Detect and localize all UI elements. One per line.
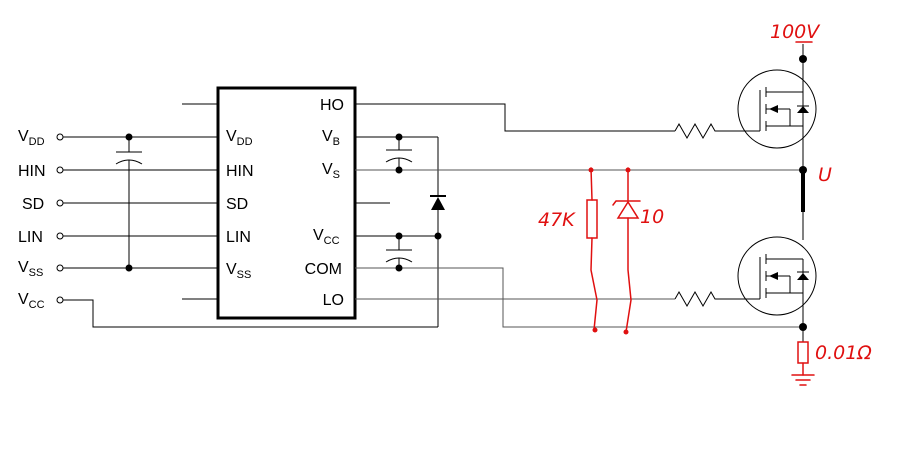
high-gate-resistor — [674, 122, 760, 140]
input-wires — [63, 136, 438, 328]
red-node-dot — [625, 167, 631, 173]
ic-left-pin-stubs — [182, 103, 218, 300]
red-resistor-wire-top — [590, 167, 593, 201]
ic-pin-ho: HO — [320, 97, 344, 114]
supply-voltage-label: 100V — [770, 21, 821, 43]
midpoint-label: U — [818, 164, 832, 186]
lin-terminal-label: LIN — [18, 229, 43, 246]
vss-terminal-label: VSS — [18, 259, 43, 279]
driver-ic-body — [216, 86, 357, 320]
vcc-capacitor — [385, 236, 413, 268]
red-47k-resistor — [586, 199, 598, 239]
handdrawn-additions — [586, 41, 815, 386]
red-node-dot — [588, 167, 594, 173]
bootstrap-capacitor — [385, 137, 413, 170]
junction-dot — [799, 166, 807, 174]
red-node-dot — [592, 327, 598, 333]
red-zener-wire-bottom — [625, 217, 632, 333]
junction-dot — [395, 133, 403, 141]
low-side-body-diode — [797, 273, 809, 280]
ic-pin-lin: LIN — [226, 229, 251, 246]
red-resistor-wire-bottom — [590, 237, 598, 331]
right-wires — [355, 103, 675, 327]
junction-dot — [395, 232, 403, 240]
ic-pin-hin: HIN — [226, 163, 254, 180]
low-gate-resistor — [674, 290, 760, 308]
com-wire — [355, 267, 803, 328]
vcc-terminal-label: VCC — [18, 291, 45, 311]
red-zener-bar — [612, 200, 641, 206]
junction-dot — [799, 55, 807, 63]
ic-pin-sd: SD — [226, 196, 248, 213]
vdd-terminal-label: VDD — [18, 128, 45, 148]
ic-pin-vdd: VDD — [226, 128, 253, 148]
red-shunt-resistor — [797, 341, 809, 364]
high-side-mosfet — [737, 69, 817, 149]
high-side-body-diode — [797, 106, 809, 113]
junction-dot — [125, 264, 133, 272]
input-terminals — [56, 133, 64, 304]
ic-pin-vss: VSS — [226, 261, 251, 281]
ic-pin-vcc: VCC — [313, 227, 340, 247]
red-ground-symbol — [791, 374, 815, 386]
red-node-dot — [623, 329, 629, 335]
ic-pin-vb: VB — [322, 128, 340, 148]
hin-terminal-label: HIN — [18, 163, 46, 180]
resistor-value-label: 47K — [538, 209, 576, 231]
terminal-vss — [56, 264, 64, 272]
terminal-hin — [56, 166, 64, 174]
terminal-lin — [56, 232, 64, 240]
ic-pin-com: COM — [305, 261, 342, 278]
zener-value-label: 10 — [640, 206, 664, 228]
junction-dot — [395, 264, 403, 272]
bootstrap-diode — [430, 195, 446, 210]
junction-dot — [125, 133, 133, 141]
sd-terminal-label: SD — [22, 196, 44, 213]
ic-pin-lo: LO — [323, 292, 344, 309]
junction-dot — [395, 166, 403, 174]
high-side-body-arrow — [769, 105, 778, 113]
shunt-value-label: 0.01Ω — [815, 342, 872, 364]
red-zener-triangle — [616, 200, 640, 219]
junction-dot — [434, 232, 442, 240]
low-side-mosfet — [737, 236, 817, 316]
ic-pin-vs: VS — [322, 161, 340, 181]
terminal-vdd — [56, 133, 64, 141]
junction-dot — [799, 323, 807, 331]
low-side-body-arrow — [769, 272, 778, 280]
terminal-sd — [56, 199, 64, 207]
terminal-vcc — [56, 296, 64, 304]
